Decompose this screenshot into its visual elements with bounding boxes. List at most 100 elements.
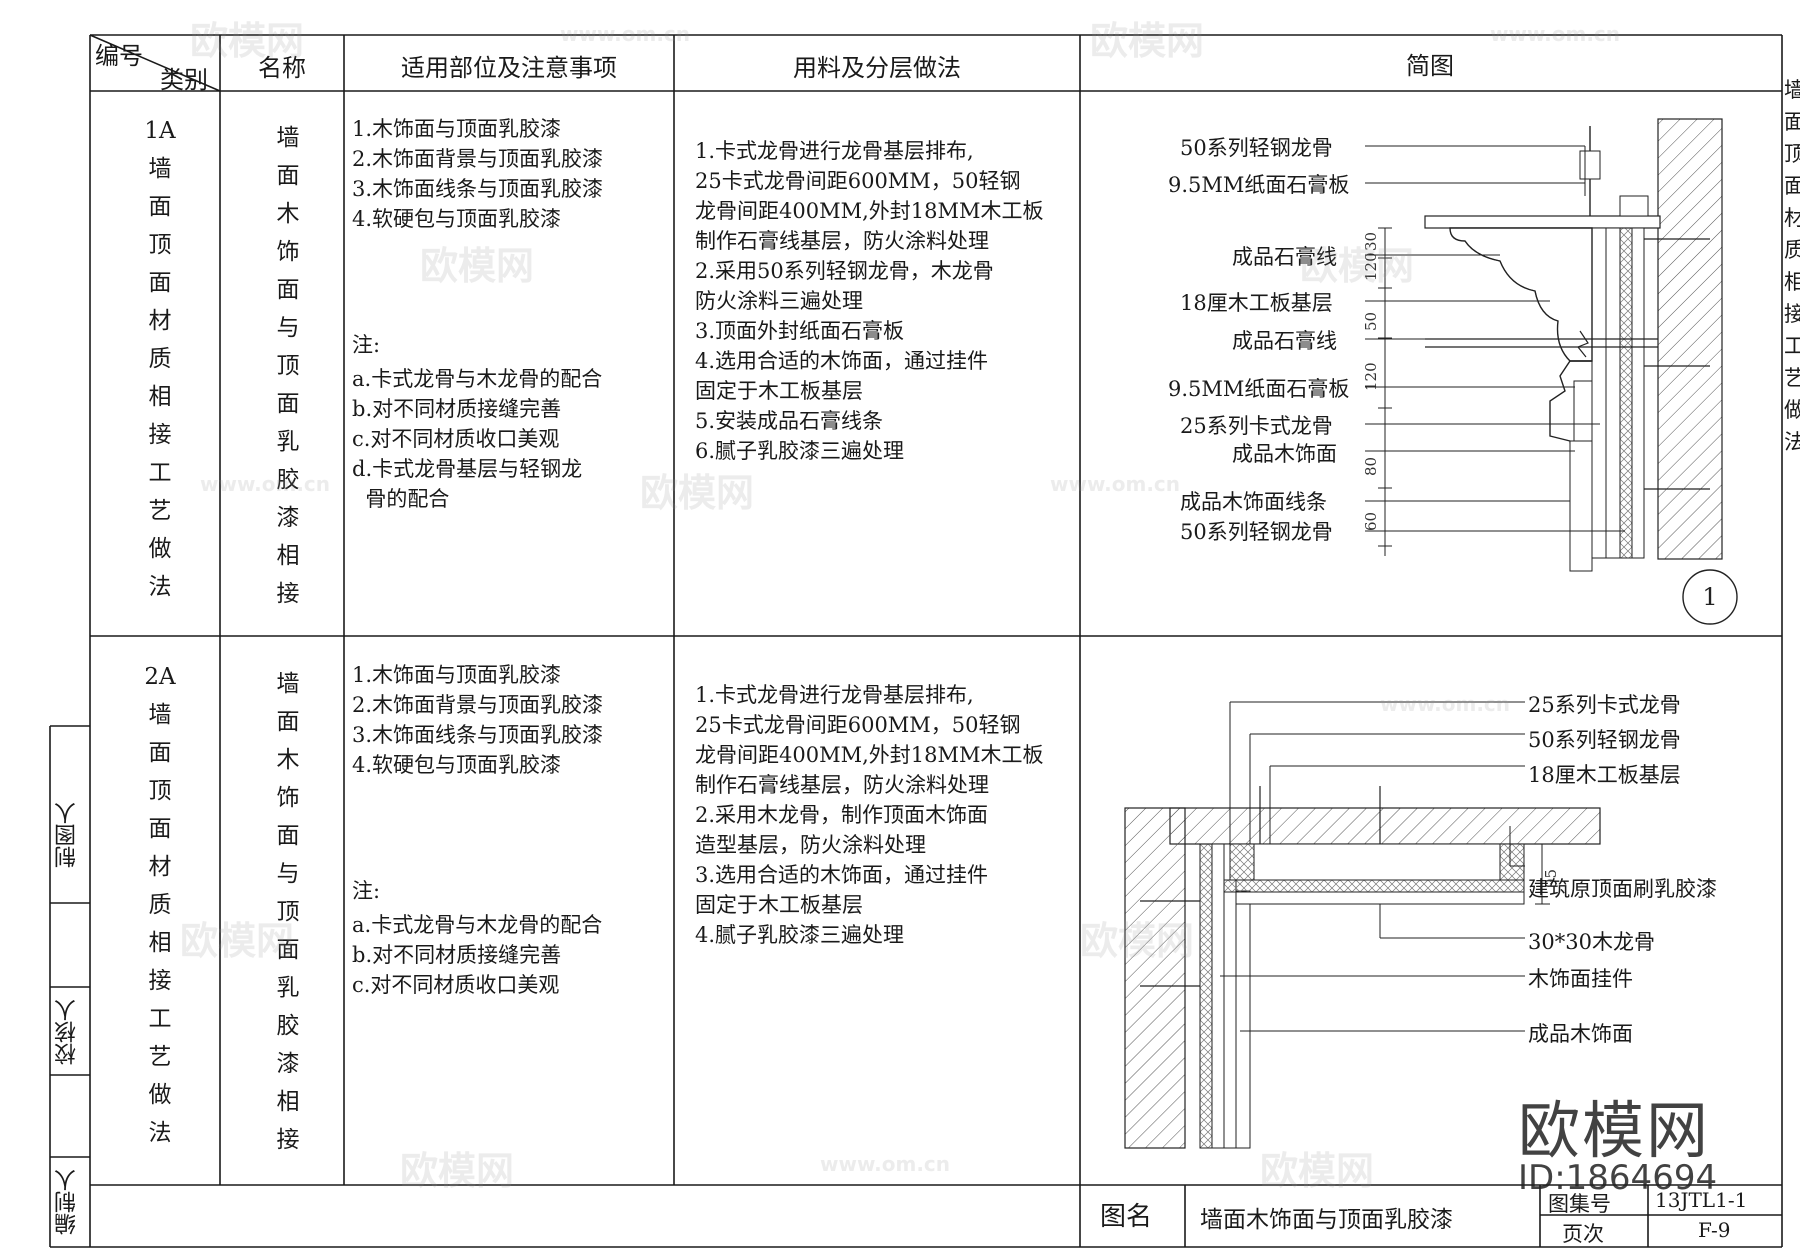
watermark-brand: 欧模网 — [1080, 919, 1195, 963]
list-item: b.对不同材质接缝完善 — [352, 397, 562, 421]
list-item: 4.软硬包与顶面乳胶漆 — [352, 207, 562, 231]
row1-scope-list: 1.木饰面与顶面乳胶漆 2.木饰面背景与顶面乳胶漆 3.木饰面线条与顶面乳胶漆 … — [352, 114, 672, 234]
dim-label: 95 — [1542, 869, 1560, 888]
list-item: 龙骨间距400MM,外封18MM木工板 — [695, 199, 1044, 223]
detail-number: 1 — [1702, 583, 1717, 611]
list-item: 固定于木工板基层 — [695, 379, 863, 403]
watermark-site: www.om.cn — [820, 1152, 951, 1176]
list-item: 1.卡式龙骨进行龙骨基层排布, — [695, 139, 974, 163]
row1-code: 1A 墙 面 顶 面 材 质 相 接 工 艺 做 法 — [144, 118, 176, 600]
list-item: 25卡式龙骨间距600MM，50轻钢 — [695, 713, 1021, 737]
watermark-brand: 欧模网 — [180, 919, 295, 963]
row1-label-5: 成品石膏线 — [1232, 329, 1337, 353]
list-item: 防火涂料三遍处理 — [695, 289, 863, 313]
row2-code: 2A 墙 面 顶 面 材 质 相 接 工 艺 做 法 — [144, 664, 176, 1146]
list-item: 4.腻子乳胶漆三遍处理 — [695, 923, 905, 947]
row1-label-1: 50系列轻钢龙骨 — [1180, 136, 1333, 160]
row2-scope-list: 1.木饰面与顶面乳胶漆 2.木饰面背景与顶面乳胶漆 3.木饰面线条与顶面乳胶漆 … — [352, 660, 672, 780]
list-item: d.卡式龙骨基层与轻钢龙 — [352, 457, 583, 481]
list-item: 2.木饰面背景与顶面乳胶漆 — [352, 693, 604, 717]
row2-label-4: 建筑原顶面刷乳胶漆 — [1528, 877, 1717, 901]
row1-label-9: 成品木饰面线条 — [1180, 490, 1327, 514]
header-diagram: 简图 — [1406, 52, 1454, 80]
list-item: 5.安装成品石膏线条 — [695, 409, 884, 433]
header-scope: 适用部位及注意事项 — [401, 54, 617, 82]
watermark-site: www.om.cn — [1050, 472, 1181, 496]
row2-notes: 注: a.卡式龙骨与木龙骨的配合 b.对不同材质接缝完善 c.对不同材质收口美观 — [352, 876, 672, 1000]
list-item: 造型基层，防火涂料处理 — [695, 833, 926, 857]
side-label-checker: 校核人 — [55, 999, 80, 1065]
footer-page-value: F-9 — [1698, 1218, 1731, 1242]
row2-section-drawing: 95 — [1124, 701, 1601, 1149]
row2-materials: 1.卡式龙骨进行龙骨基层排布, 25卡式龙骨间距600MM，50轻钢 龙骨间距4… — [695, 680, 1075, 950]
header-category-label: 类别 — [160, 66, 208, 94]
row2-label-2: 50系列轻钢龙骨 — [1528, 728, 1681, 752]
watermark-brand: 欧模网 — [640, 471, 755, 515]
footer-set-value: 13JTL1-1 — [1655, 1188, 1748, 1212]
list-item: a.卡式龙骨与木龙骨的配合 — [352, 367, 603, 391]
watermark-brand: 欧模网 — [420, 244, 535, 288]
row1-name: 墙 面 木 饰 面 与 顶 面 乳 胶 漆 相 接 — [276, 125, 300, 607]
list-item: 1.卡式龙骨进行龙骨基层排布, — [695, 683, 974, 707]
dim-label: 50 — [1362, 312, 1380, 331]
row2-name: 墙 面 木 饰 面 与 顶 面 乳 胶 漆 相 接 — [276, 671, 300, 1153]
list-item: 制作石膏线基层，防火涂料处理 — [695, 229, 989, 253]
dim-label: 120 — [1362, 252, 1380, 281]
list-item: 6.腻子乳胶漆三遍处理 — [695, 439, 905, 463]
right-edge-text: 墙 面 顶 面 材 质 相 接 工 艺 做 法 — [1784, 78, 1800, 454]
footer-page-label: 页次 — [1562, 1222, 1604, 1246]
list-item: 3.顶面外封纸面石膏板 — [695, 319, 905, 343]
row1-label-6: 9.5MM纸面石膏板 — [1168, 377, 1350, 401]
row2-label-5: 30*30木龙骨 — [1528, 930, 1655, 954]
watermark-id: ID:1864694 — [1518, 1158, 1718, 1198]
header-materials: 用料及分层做法 — [793, 54, 961, 82]
list-item: 2.木饰面背景与顶面乳胶漆 — [352, 147, 604, 171]
list-item: 1.木饰面与顶面乳胶漆 — [352, 117, 562, 141]
watermark-brand: 欧模网 — [1260, 1149, 1375, 1193]
header-number-label: 编号 — [95, 42, 143, 70]
row1-label-3: 成品石膏线 — [1232, 245, 1337, 269]
watermark-site: www.om.cn — [200, 472, 331, 496]
watermark-site: www.om.cn — [560, 22, 691, 46]
footer-title: 墙面木饰面与顶面乳胶漆 — [1200, 1207, 1453, 1233]
watermark-brand: 欧模网 — [400, 1149, 515, 1193]
row1-section-drawing: 30 120 50 120 80 60 1 — [1362, 118, 1738, 625]
list-item: 4.选用合适的木饰面，通过挂件 — [695, 349, 989, 373]
row1-label-7: 25系列卡式龙骨 — [1180, 414, 1333, 438]
list-item: a.卡式龙骨与木龙骨的配合 — [352, 913, 603, 937]
list-item: 3.选用合适的木饰面，通过挂件 — [695, 863, 989, 887]
list-item: c.对不同材质收口美观 — [352, 973, 560, 997]
list-item: 4.软硬包与顶面乳胶漆 — [352, 753, 562, 777]
list-item: 固定于木工板基层 — [695, 893, 863, 917]
watermark-site: www.om.cn — [1380, 692, 1511, 716]
row1-notes: 注: a.卡式龙骨与木龙骨的配合 b.对不同材质接缝完善 c.对不同材质收口美观… — [352, 330, 672, 514]
watermark-brand: 欧模网 — [1090, 19, 1205, 63]
note-title: 注: — [352, 879, 381, 903]
watermark-brand: 欧模网 — [1300, 244, 1415, 288]
row2-label-7: 成品木饰面 — [1528, 1022, 1633, 1046]
dim-label: 60 — [1362, 512, 1380, 531]
watermark-brand: 欧模网 — [190, 19, 305, 63]
list-item: 骨的配合 — [352, 487, 450, 511]
row1-materials: 1.卡式龙骨进行龙骨基层排布, 25卡式龙骨间距600MM，50轻钢 龙骨间距4… — [695, 136, 1075, 466]
list-item: 龙骨间距400MM,外封18MM木工板 — [695, 743, 1044, 767]
row1-label-2: 9.5MM纸面石膏板 — [1168, 173, 1350, 197]
list-item: 3.木饰面线条与顶面乳胶漆 — [352, 723, 604, 747]
side-label-compiler: 编制人 — [55, 1169, 80, 1236]
watermark-logo: 欧模网 — [1518, 1094, 1711, 1167]
note-title: 注: — [352, 333, 381, 357]
header-name: 名称 — [258, 54, 306, 82]
row1-label-10: 50系列轻钢龙骨 — [1180, 520, 1333, 544]
row2-label-3: 18厘木工板基层 — [1528, 763, 1681, 787]
watermark-site: www.om.cn — [1490, 22, 1621, 46]
list-item: 2.采用50系列轻钢龙骨，木龙骨 — [695, 259, 994, 283]
list-item: b.对不同材质接缝完善 — [352, 943, 562, 967]
footer-set-label: 图集号 — [1548, 1192, 1611, 1216]
row2-label-1: 25系列卡式龙骨 — [1528, 693, 1681, 717]
side-label-drafter: 制图人 — [55, 802, 80, 868]
list-item: 2.采用木龙骨，制作顶面木饰面 — [695, 803, 989, 827]
list-item: 3.木饰面线条与顶面乳胶漆 — [352, 177, 604, 201]
row1-label-4: 18厘木工板基层 — [1180, 291, 1333, 315]
list-item: c.对不同材质收口美观 — [352, 427, 560, 451]
